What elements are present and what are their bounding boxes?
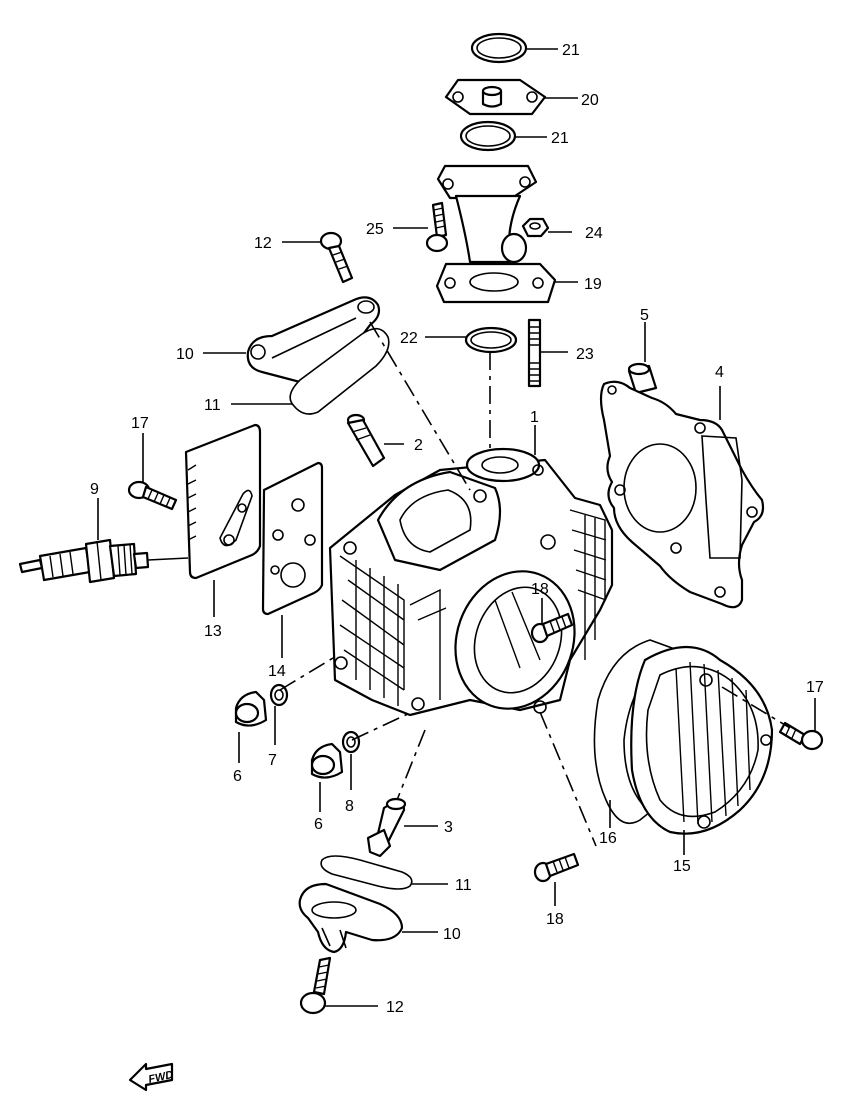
callout-1: 1	[530, 409, 539, 426]
cylinder-head-1	[328, 425, 614, 717]
bolt-18-lower	[533, 852, 580, 906]
o-ring-22	[425, 326, 518, 354]
cap-nut-6-left	[234, 690, 268, 763]
o-ring-11-top	[231, 327, 390, 415]
callout-8: 8	[345, 798, 354, 815]
callout-7: 7	[268, 752, 277, 769]
cap-nut-6-center	[310, 742, 344, 812]
bolt-18-upper	[530, 598, 574, 644]
valve-cover-15	[630, 645, 774, 855]
cylinder-gasket-4	[599, 380, 765, 609]
callout-11: 11	[455, 877, 472, 894]
callout-5: 5	[640, 307, 649, 324]
callout-6: 6	[314, 816, 323, 833]
tappet-gasket-13	[184, 423, 262, 617]
callout-11: 11	[204, 397, 221, 414]
dowel-pin-5	[627, 322, 658, 395]
valve-guide-2	[346, 413, 404, 468]
stud-23	[527, 318, 568, 388]
o-ring-21-top	[470, 32, 558, 64]
callout-12: 12	[386, 999, 404, 1016]
bolt-12-bottom	[299, 956, 378, 1015]
callout-12: 12	[254, 235, 272, 252]
bolt-12-top	[282, 231, 354, 284]
gasket-14	[261, 461, 324, 658]
washer-7	[269, 683, 289, 745]
callout-18: 18	[546, 911, 564, 928]
callout-13: 13	[204, 623, 222, 640]
callout-24: 24	[585, 225, 603, 242]
valve-guide-3	[366, 797, 438, 858]
callout-2: 2	[414, 437, 423, 454]
tappet-cover-10-bottom	[298, 882, 438, 954]
bolt-17-left	[127, 433, 178, 511]
spark-plug-9	[18, 498, 189, 584]
forward-arrow-icon: FWD	[128, 1062, 174, 1092]
nut-24	[521, 217, 572, 238]
tappet-cover-10-top	[203, 296, 381, 386]
callout-21: 21	[551, 130, 569, 147]
callout-15: 15	[673, 858, 691, 875]
callout-10: 10	[443, 926, 461, 943]
callout-9: 9	[90, 481, 99, 498]
callout-3: 3	[444, 819, 453, 836]
o-ring-21-lower	[459, 120, 547, 152]
callout-20: 20	[581, 92, 599, 109]
o-ring-11-bottom	[320, 855, 448, 890]
callout-17: 17	[806, 679, 824, 696]
callout-6: 6	[233, 768, 242, 785]
insulator-flange-20	[444, 78, 578, 116]
callout-19: 19	[584, 276, 602, 293]
bolt-25	[393, 201, 449, 253]
callout-17: 17	[131, 415, 149, 432]
o-ring-16	[593, 639, 674, 828]
callout-23: 23	[576, 346, 594, 363]
bolt-17-right	[778, 698, 824, 751]
callout-10: 10	[176, 346, 194, 363]
callout-25: 25	[366, 221, 384, 238]
callout-21: 21	[562, 42, 580, 59]
callout-labels: 21 20 21 25 24 12 19 22 23 5 10 4 11 1 1…	[90, 42, 824, 1016]
callout-18: 18	[531, 581, 549, 598]
callout-16: 16	[599, 830, 617, 847]
intake-pipe-19	[435, 164, 578, 304]
washer-8	[341, 730, 361, 790]
callout-4: 4	[715, 364, 724, 381]
callout-14: 14	[268, 663, 286, 680]
forward-marker-label: FWD	[147, 1069, 174, 1086]
alignment-lines	[279, 321, 791, 847]
callout-22: 22	[400, 330, 418, 347]
